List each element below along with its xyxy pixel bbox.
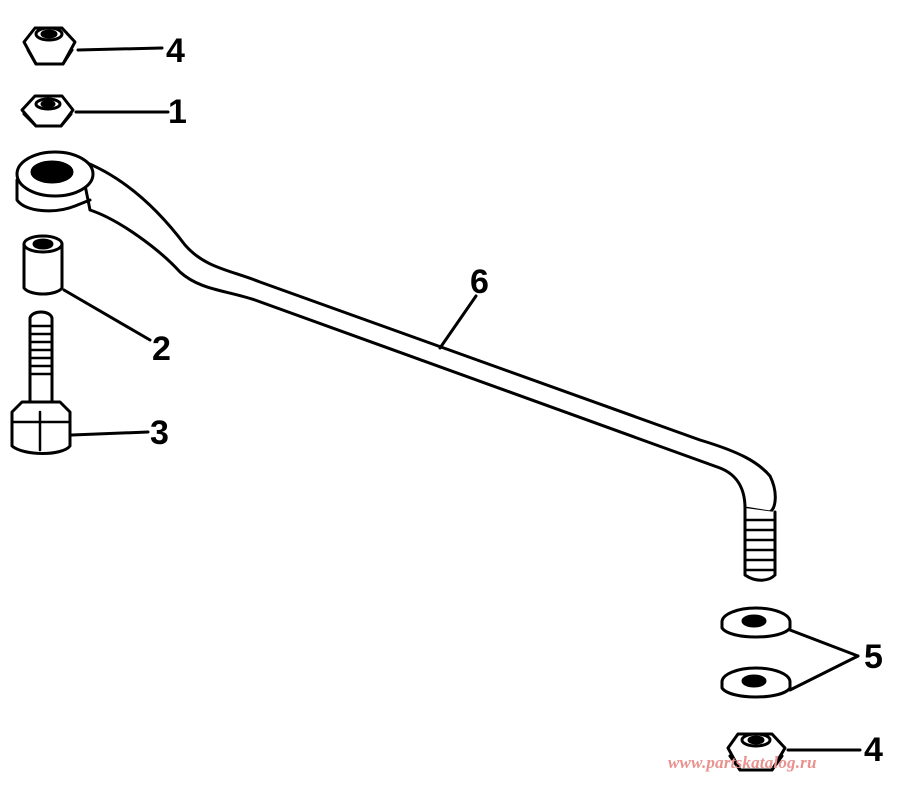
washer-lower (720, 666, 792, 699)
leader-6 (438, 294, 478, 350)
leader-5a (788, 628, 860, 658)
callout-4-bottom: 4 (864, 731, 883, 769)
callout-3: 3 (150, 414, 169, 452)
leader-5b (788, 654, 860, 692)
hex-nut (20, 94, 75, 128)
spacer-sleeve (22, 234, 64, 296)
steering-link-rod (15, 150, 777, 582)
callout-6: 6 (470, 263, 489, 301)
callout-4-top: 4 (166, 32, 185, 70)
callout-2: 2 (152, 330, 171, 368)
bolt (10, 310, 72, 455)
callout-5: 5 (864, 638, 883, 676)
lock-nut-top (22, 26, 77, 66)
callout-1: 1 (168, 93, 187, 131)
watermark-text: www.partskatalog.ru (668, 753, 817, 772)
leader-4-top (76, 46, 164, 52)
lock-nut-bottom (726, 732, 787, 772)
washer-upper (720, 606, 792, 639)
leader-2 (62, 288, 152, 342)
leader-lines (62, 46, 862, 752)
leader-3 (70, 430, 150, 437)
